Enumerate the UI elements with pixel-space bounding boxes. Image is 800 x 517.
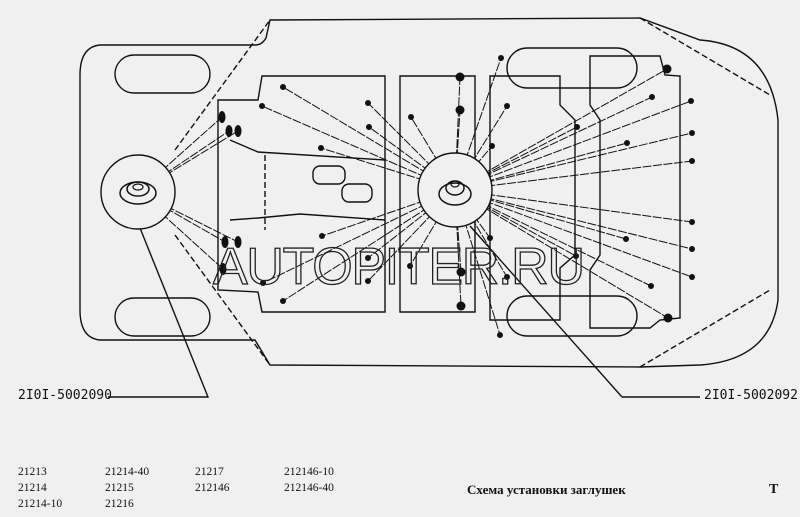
leader-line-right [469,225,700,398]
plug-hole-marker [455,72,465,82]
floor-panel-trunk [589,55,681,329]
leader-ray [454,132,693,191]
model-code: 212146-40 [284,482,334,494]
model-code: 21214 [18,482,47,494]
plug-hole-marker [574,124,580,130]
leader-ray [454,189,693,278]
plug-hole-marker [504,274,510,280]
plug-hole-marker [456,301,466,311]
sheet-letter: T [769,482,779,497]
plug-hole-marker [623,236,629,242]
plug-hole-marker [234,125,242,137]
plug-hole-marker [489,143,495,149]
plug-hole-marker [663,313,673,323]
plug-hole-marker [624,140,630,146]
plug-hole-marker [689,274,695,280]
plug-hole-marker [234,236,242,248]
leader-line-left [108,227,210,398]
plug-hole-marker [218,111,226,123]
wheel-arch-front-left [114,54,211,94]
plug-hole-marker [688,98,694,104]
plug-hole-marker [498,55,504,61]
plug-hole-marker [455,105,465,115]
plug-hole-marker [365,278,371,284]
plug-hole-marker [408,114,414,120]
model-code: 212146 [195,482,230,494]
wheel-arch-rear-left [506,47,638,89]
plug-hole-marker [689,246,695,252]
plug-hole-marker [649,94,655,100]
plug-hole-marker [225,125,233,137]
part-number-right: 2I0I-5002092 [704,388,798,403]
wheel-arch-front-right [114,297,211,337]
leader-ray [454,68,668,191]
plug-callout-right [417,152,493,228]
plug-hole-marker [280,298,286,304]
plug-hole-marker [407,263,413,269]
model-code: 21214-10 [18,498,63,510]
model-code: 21217 [195,466,224,478]
leader-ray [454,189,693,250]
plug-hole-marker [365,255,371,261]
plug-hole-marker [648,283,654,289]
leader-ray [454,100,692,191]
model-code: 21213 [18,466,47,478]
model-code: 21216 [105,498,134,510]
plug-icon [438,182,472,206]
plug-hole-marker [219,263,227,275]
plug-hole-marker [319,233,325,239]
leader-ray [367,102,456,191]
floor-panel-front [217,75,386,313]
watermark: AUTOPITER.RU [213,238,585,296]
leader-ray [137,130,239,193]
plug-hole-marker [662,64,672,74]
plug-hole-marker [280,84,286,90]
plug-hole-marker [259,103,265,109]
diagram-title: Схема установки заглушек [467,482,626,497]
plug-hole-marker [689,158,695,164]
leader-ray [454,189,693,223]
model-code: 212146-10 [284,466,334,478]
plug-hole-marker [689,219,695,225]
model-code: 21214-40 [105,466,150,478]
plug-callout-left [100,154,176,230]
plug-hole-marker [318,145,324,151]
part-number-left: 2I0I-5002090 [18,388,112,403]
plug-hole-marker [689,130,695,136]
plug-hole-marker [365,100,371,106]
plug-hole-marker [497,332,503,338]
plug-hole-marker [573,253,579,259]
wheel-arch-rear-right [506,295,638,337]
model-code: 21215 [105,482,134,494]
body-outline [79,17,779,368]
plug-hole-marker [487,235,493,241]
leader-ray [454,160,693,191]
plug-hole-marker [456,267,466,277]
plug-hole-marker [504,103,510,109]
plug-hole-marker [221,236,229,248]
body-underside-diagram: AUTOPITER.RU [79,17,779,398]
leader-ray [454,189,669,319]
plug-hole-marker [260,280,266,286]
plug-hole-marker [366,124,372,130]
